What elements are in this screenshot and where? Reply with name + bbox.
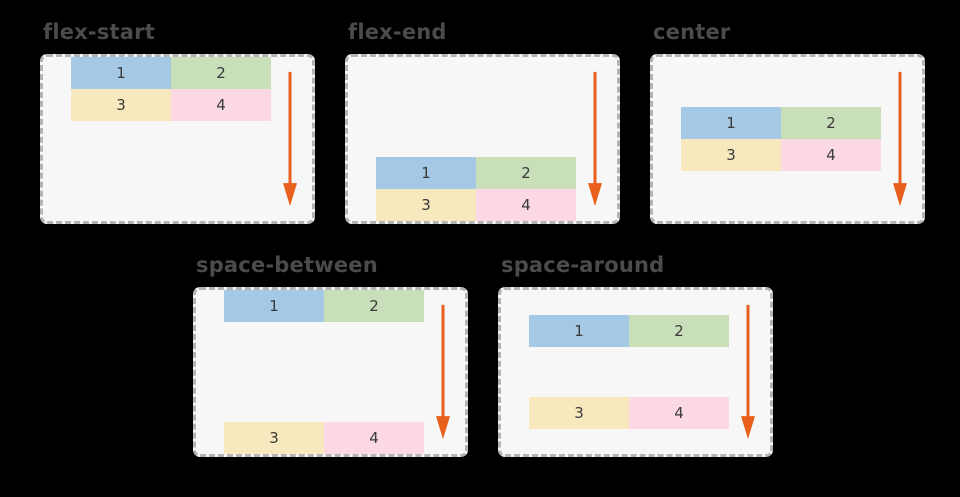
flex-item-1: 1 bbox=[224, 290, 324, 322]
flex-item-4: 4 bbox=[324, 422, 424, 454]
flex-item-2: 2 bbox=[171, 57, 271, 89]
flex-item-4: 4 bbox=[629, 397, 729, 429]
flex-item-3: 3 bbox=[681, 139, 781, 171]
flex-item-4: 4 bbox=[171, 89, 271, 121]
items-container-flex-start: 1 2 3 4 bbox=[43, 57, 312, 221]
flex-item-1: 1 bbox=[71, 57, 171, 89]
panel-flex-start: 1 2 3 4 bbox=[40, 54, 315, 224]
flex-item-3: 3 bbox=[224, 422, 324, 454]
panel-group-space-between: space-between 1 2 3 4 bbox=[193, 255, 468, 457]
panel-group-center: center 1 2 3 4 bbox=[650, 22, 925, 224]
flex-item-3: 3 bbox=[376, 189, 476, 221]
panel-group-flex-start: flex-start 1 2 3 4 bbox=[40, 22, 315, 224]
flex-item-2: 2 bbox=[324, 290, 424, 322]
panel-flex-end: 1 2 3 4 bbox=[345, 54, 620, 224]
flex-item-3: 3 bbox=[529, 397, 629, 429]
items-container-space-between: 1 2 3 4 bbox=[196, 290, 465, 454]
panel-group-space-around: space-around 1 2 3 4 bbox=[498, 255, 773, 457]
panel-title-space-between: space-between bbox=[196, 253, 378, 277]
items-container-flex-end: 1 2 3 4 bbox=[348, 57, 617, 221]
flex-item-2: 2 bbox=[781, 107, 881, 139]
panel-center: 1 2 3 4 bbox=[650, 54, 925, 224]
items-container-space-around: 1 2 3 4 bbox=[501, 290, 770, 454]
panel-group-flex-end: flex-end 1 2 3 4 bbox=[345, 22, 620, 224]
panel-title-flex-start: flex-start bbox=[43, 20, 155, 44]
flex-item-2: 2 bbox=[476, 157, 576, 189]
panel-title-center: center bbox=[653, 20, 731, 44]
flex-item-2: 2 bbox=[629, 315, 729, 347]
flex-item-4: 4 bbox=[476, 189, 576, 221]
panel-title-flex-end: flex-end bbox=[348, 20, 447, 44]
items-container-center: 1 2 3 4 bbox=[653, 57, 922, 221]
flex-item-3: 3 bbox=[71, 89, 171, 121]
flex-item-1: 1 bbox=[681, 107, 781, 139]
panel-title-space-around: space-around bbox=[501, 253, 665, 277]
flex-item-1: 1 bbox=[529, 315, 629, 347]
panel-space-around: 1 2 3 4 bbox=[498, 287, 773, 457]
panel-space-between: 1 2 3 4 bbox=[193, 287, 468, 457]
flex-item-1: 1 bbox=[376, 157, 476, 189]
flex-item-4: 4 bbox=[781, 139, 881, 171]
